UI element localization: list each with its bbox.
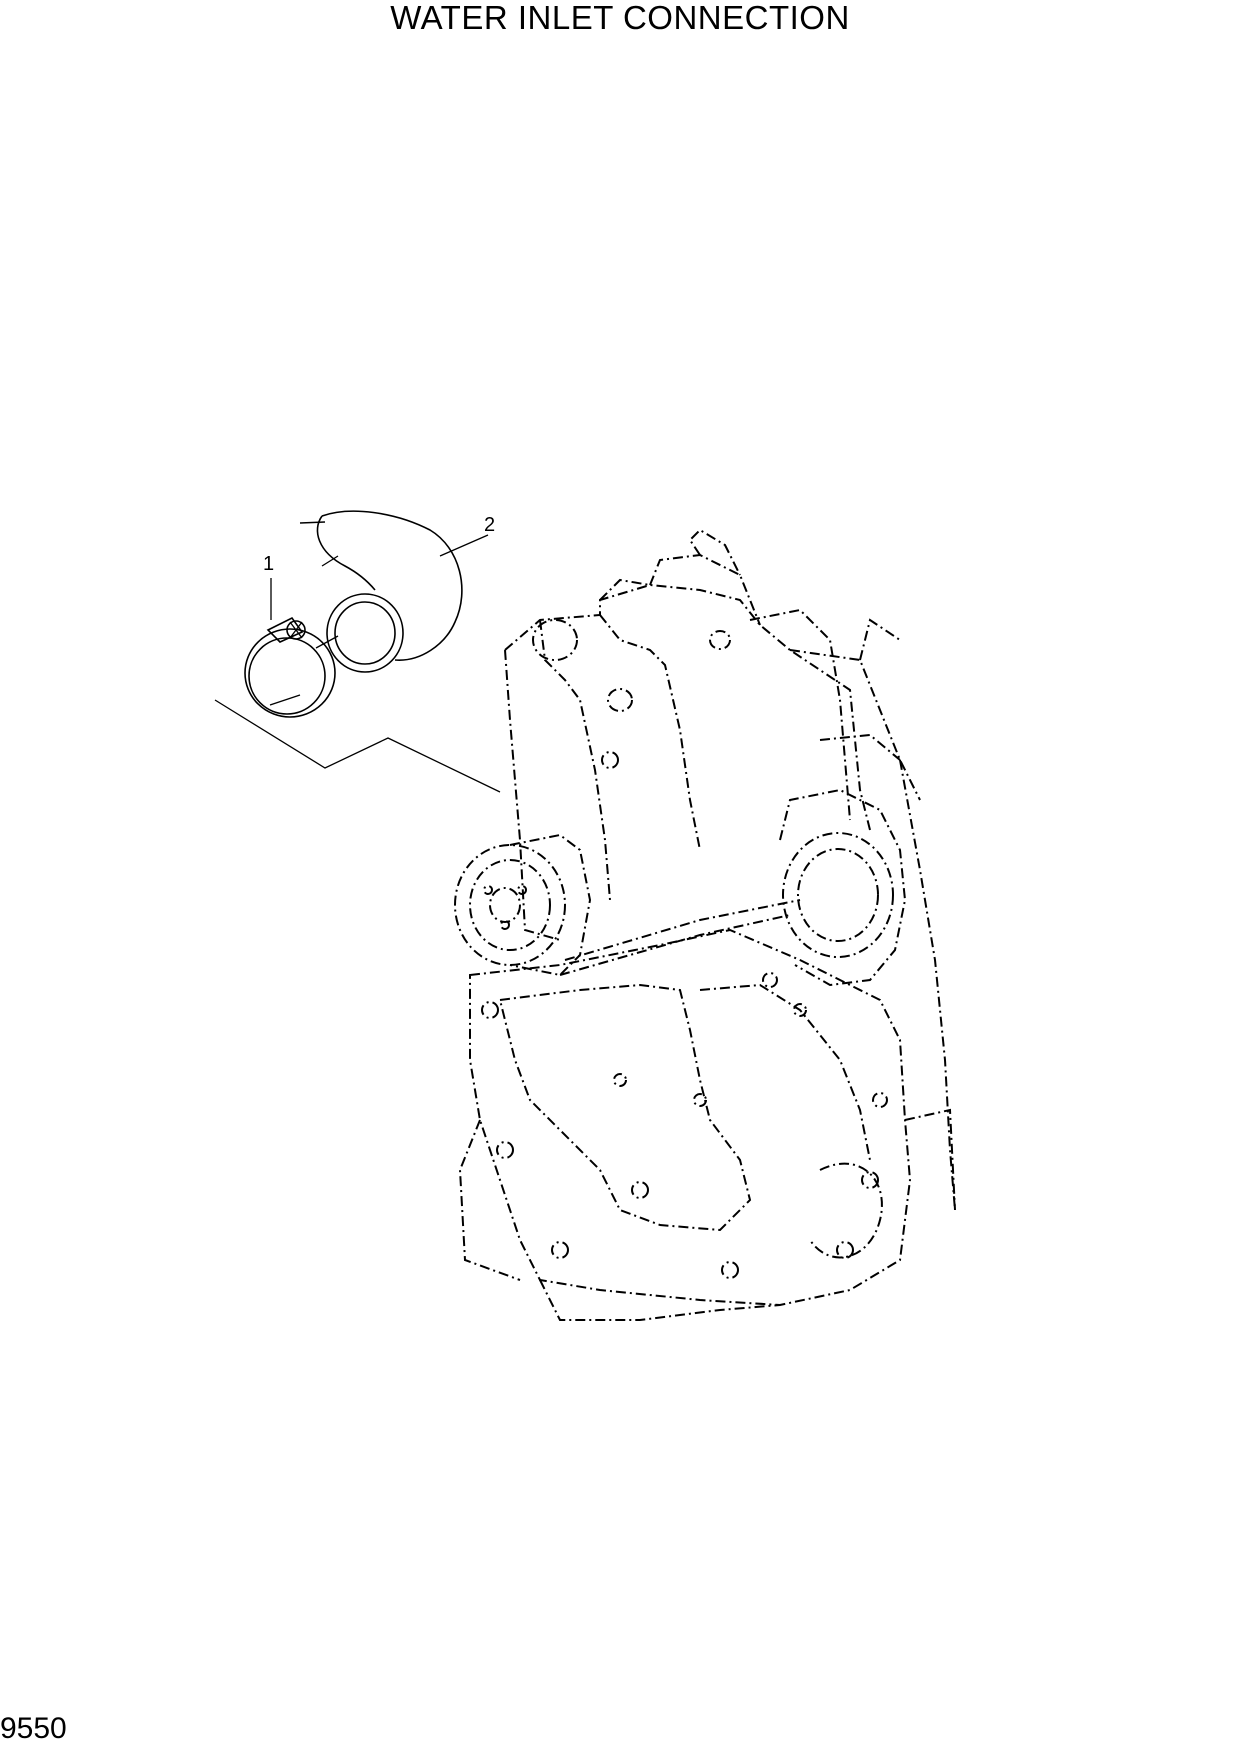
callout-1: 1 xyxy=(263,553,274,575)
page-number: 9550 xyxy=(0,1712,67,1745)
engine-timing-cover-icon xyxy=(454,528,956,1321)
hose-clamp-icon xyxy=(244,616,339,718)
water-hose-icon xyxy=(299,510,463,673)
assembly-guide-lines xyxy=(214,694,501,793)
callout-2: 2 xyxy=(484,514,495,536)
callout-leader-2 xyxy=(439,534,489,557)
page-title: WATER INLET CONNECTION xyxy=(390,0,850,36)
